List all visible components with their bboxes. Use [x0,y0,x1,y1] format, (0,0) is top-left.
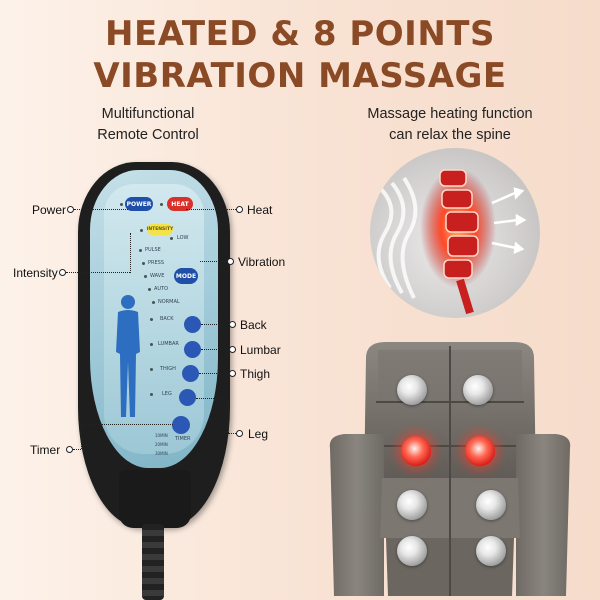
pulse-label: PULSE [145,247,161,253]
heat-node-lumbar-right [465,436,495,466]
callout-leg-riser [228,398,229,433]
callout-leg-line-top [196,398,228,399]
leg-button[interactable] [179,389,196,406]
massage-node-thigh-right [476,490,506,520]
callout-timer-line [73,449,81,450]
press-led [142,262,145,265]
press-label: PRESS [148,260,164,266]
heat-led [160,203,163,206]
remote-cable [142,524,164,600]
massage-node-leg-left [397,536,427,566]
callout-power-dot [67,206,74,213]
callout-heat-dot [236,206,243,213]
lumbar-label: LUMBAR [158,341,179,347]
wave-label: WAVE [150,273,165,279]
pulse-led [139,249,142,252]
callout-heat-line [186,209,236,210]
power-led [120,203,123,206]
callout-vibration-line [200,261,227,262]
spine-heating-image [370,148,540,318]
remote-caption: Multifunctional Remote Control [78,104,218,146]
spine-illustration-icon [376,168,527,315]
wave-led [144,275,147,278]
callout-back-line [201,324,229,325]
callout-intensity-dot [59,269,66,276]
intensity-button[interactable]: INTENSITY [147,224,173,235]
back-led [150,318,153,321]
callout-vibration-dot [227,258,234,265]
timer-30-label: 30MIN [155,451,168,456]
remote-caption-line-1: Multifunctional [101,106,195,122]
callout-thigh-dot [229,370,236,377]
timer-button[interactable] [172,416,190,434]
body-figure-icon [116,295,140,417]
leg-led [150,393,153,396]
callout-intensity-line [66,272,130,273]
callout-back: Back [240,318,267,332]
callout-vibration: Vibration [238,255,286,269]
timer-label: TIMER [175,436,191,442]
heat-button[interactable]: HEAT [167,197,193,211]
headline-line-1: HEATED & 8 POINTS [105,14,495,54]
callout-thigh-line [199,373,229,374]
recliner-chair-image [329,342,571,596]
timer-20-label: 20MIN [155,442,168,447]
intensity-led [140,229,143,232]
thigh-led [150,368,153,371]
timer-10-label: 10MIN [155,433,168,438]
callout-timer-dot [66,446,73,453]
massage-node-leg-right [476,536,506,566]
auto-led [148,288,151,291]
callout-lumbar: Lumbar [240,343,281,357]
remote-cable-housing [119,470,191,528]
lumbar-button[interactable] [184,341,201,358]
massage-node-back-right [463,375,493,405]
thigh-button[interactable] [182,365,199,382]
headline-line-2: VIBRATION MASSAGE [93,56,507,96]
heating-caption-line-1: Massage heating function [367,106,533,122]
callout-heat: Heat [247,203,273,217]
normal-label: NORMAL [158,299,180,305]
back-label: BACK [160,316,174,322]
leg-label: LEG [162,391,172,397]
callout-timer: Timer [30,443,61,457]
callout-power-line [74,209,128,210]
thigh-label: THIGH [160,366,176,372]
massage-node-back-left [397,375,427,405]
callout-thigh: Thigh [240,367,271,381]
low-led [170,237,173,240]
back-button[interactable] [184,316,201,333]
low-label: LOW [177,235,189,241]
normal-led [152,301,155,304]
remote-caption-line-2: Remote Control [97,127,199,143]
callout-timer-line-top [81,424,173,425]
callout-leg-line-bottom [228,433,236,434]
power-button[interactable]: POWER [125,197,153,211]
callout-intensity-riser [130,233,131,273]
lumbar-led [150,343,153,346]
callout-lumbar-line [201,349,229,350]
callout-leg: Leg [248,427,269,441]
callout-timer-riser [81,424,82,449]
massage-node-thigh-left [397,490,427,520]
heating-caption-line-2: can relax the spine [389,127,511,143]
mode-button[interactable]: MODE [174,268,198,284]
callout-leg-dot [236,430,243,437]
auto-label: AUTO [154,286,169,292]
heat-node-lumbar-left [401,436,431,466]
heating-caption: Massage heating function can relax the s… [345,104,555,146]
callout-intensity: Intensity [13,266,58,280]
callout-power: Power [32,203,67,217]
callout-lumbar-dot [229,346,236,353]
callout-back-dot [229,321,236,328]
